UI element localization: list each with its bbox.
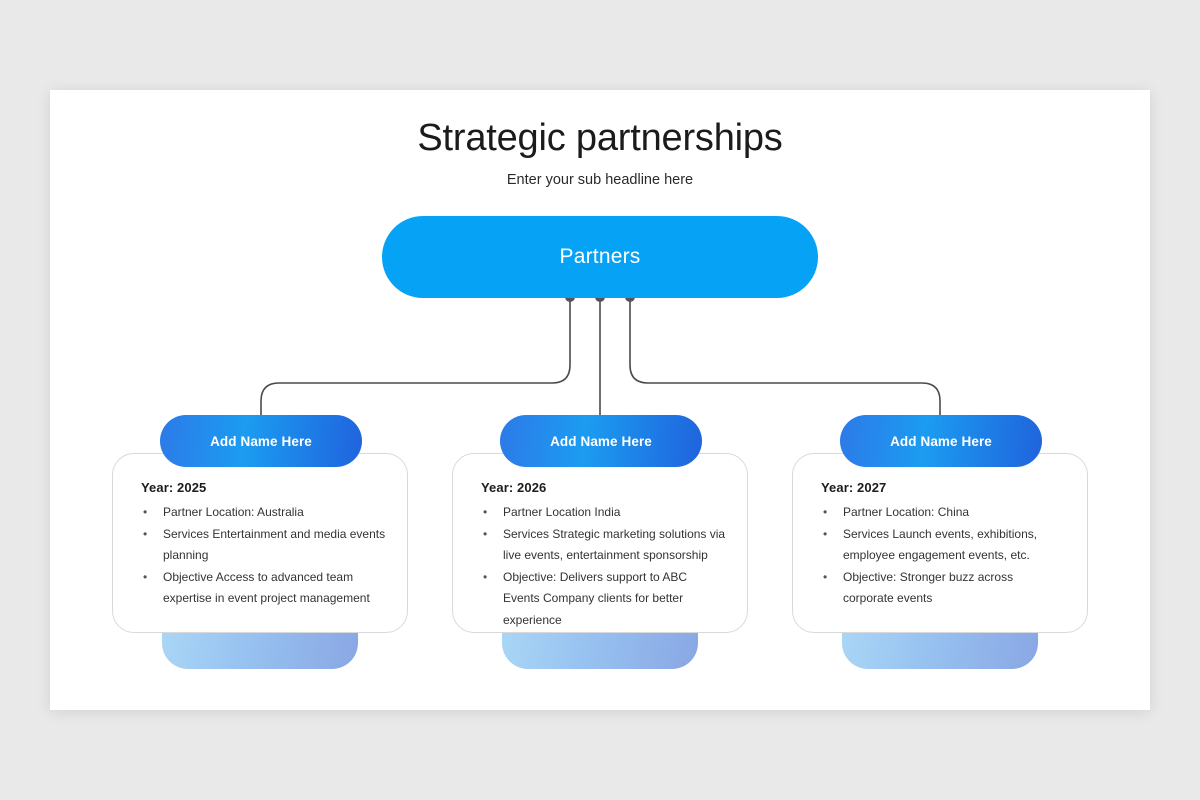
page-title: Strategic partnerships [417,117,783,159]
branch-card-3: Year: 2027 Partner Location: China Servi… [792,453,1088,633]
list-item: Objective Access to advanced team expert… [141,567,387,610]
list-item: Services Entertainment and media events … [141,524,387,567]
branch-card-1: Year: 2025 Partner Location: Australia S… [112,453,408,633]
branch-column-2: Year: 2026 Partner Location India Servic… [452,415,748,669]
branch-column-3: Year: 2027 Partner Location: China Servi… [792,415,1088,669]
year-value: 2026 [517,480,547,495]
list-item: Services Launch events, exhibitions, emp… [821,524,1067,567]
slide-canvas: Strategic partnerships Enter your sub he… [50,90,1150,710]
branch-pill-label: Add Name Here [550,433,652,449]
branch-pill-label: Add Name Here [890,433,992,449]
branch-column-1: Year: 2025 Partner Location: Australia S… [112,415,408,669]
list-item: Objective: Delivers support to ABC Event… [481,567,727,632]
year-label: Year: [481,480,514,495]
year-label: Year: [821,480,854,495]
root-node-label: Partners [559,245,641,268]
branch-pill-label: Add Name Here [210,433,312,449]
branch-pill-2[interactable]: Add Name Here [500,415,702,467]
branch-card-2: Year: 2026 Partner Location India Servic… [452,453,748,633]
list-item: Partner Location: China [821,502,1067,524]
page-subtitle: Enter your sub headline here [506,172,694,188]
year-label: Year: [141,480,174,495]
branch-bullets-3: Partner Location: China Services Launch … [821,502,1067,610]
year-value: 2025 [177,480,207,495]
branch-pill-1[interactable]: Add Name Here [160,415,362,467]
branch-pill-3[interactable]: Add Name Here [840,415,1042,467]
root-node-partners[interactable]: Partners [382,216,818,298]
list-item: Partner Location: Australia [141,502,387,524]
branch-year-2: Year: 2026 [481,480,727,495]
list-item: Partner Location India [481,502,727,524]
year-value: 2027 [857,480,887,495]
branch-year-1: Year: 2025 [141,480,387,495]
branch-bullets-2: Partner Location India Services Strategi… [481,502,727,631]
list-item: Services Strategic marketing solutions v… [481,524,727,567]
branch-bullets-1: Partner Location: Australia Services Ent… [141,502,387,610]
branch-year-3: Year: 2027 [821,480,1067,495]
list-item: Objective: Stronger buzz across corporat… [821,567,1067,610]
